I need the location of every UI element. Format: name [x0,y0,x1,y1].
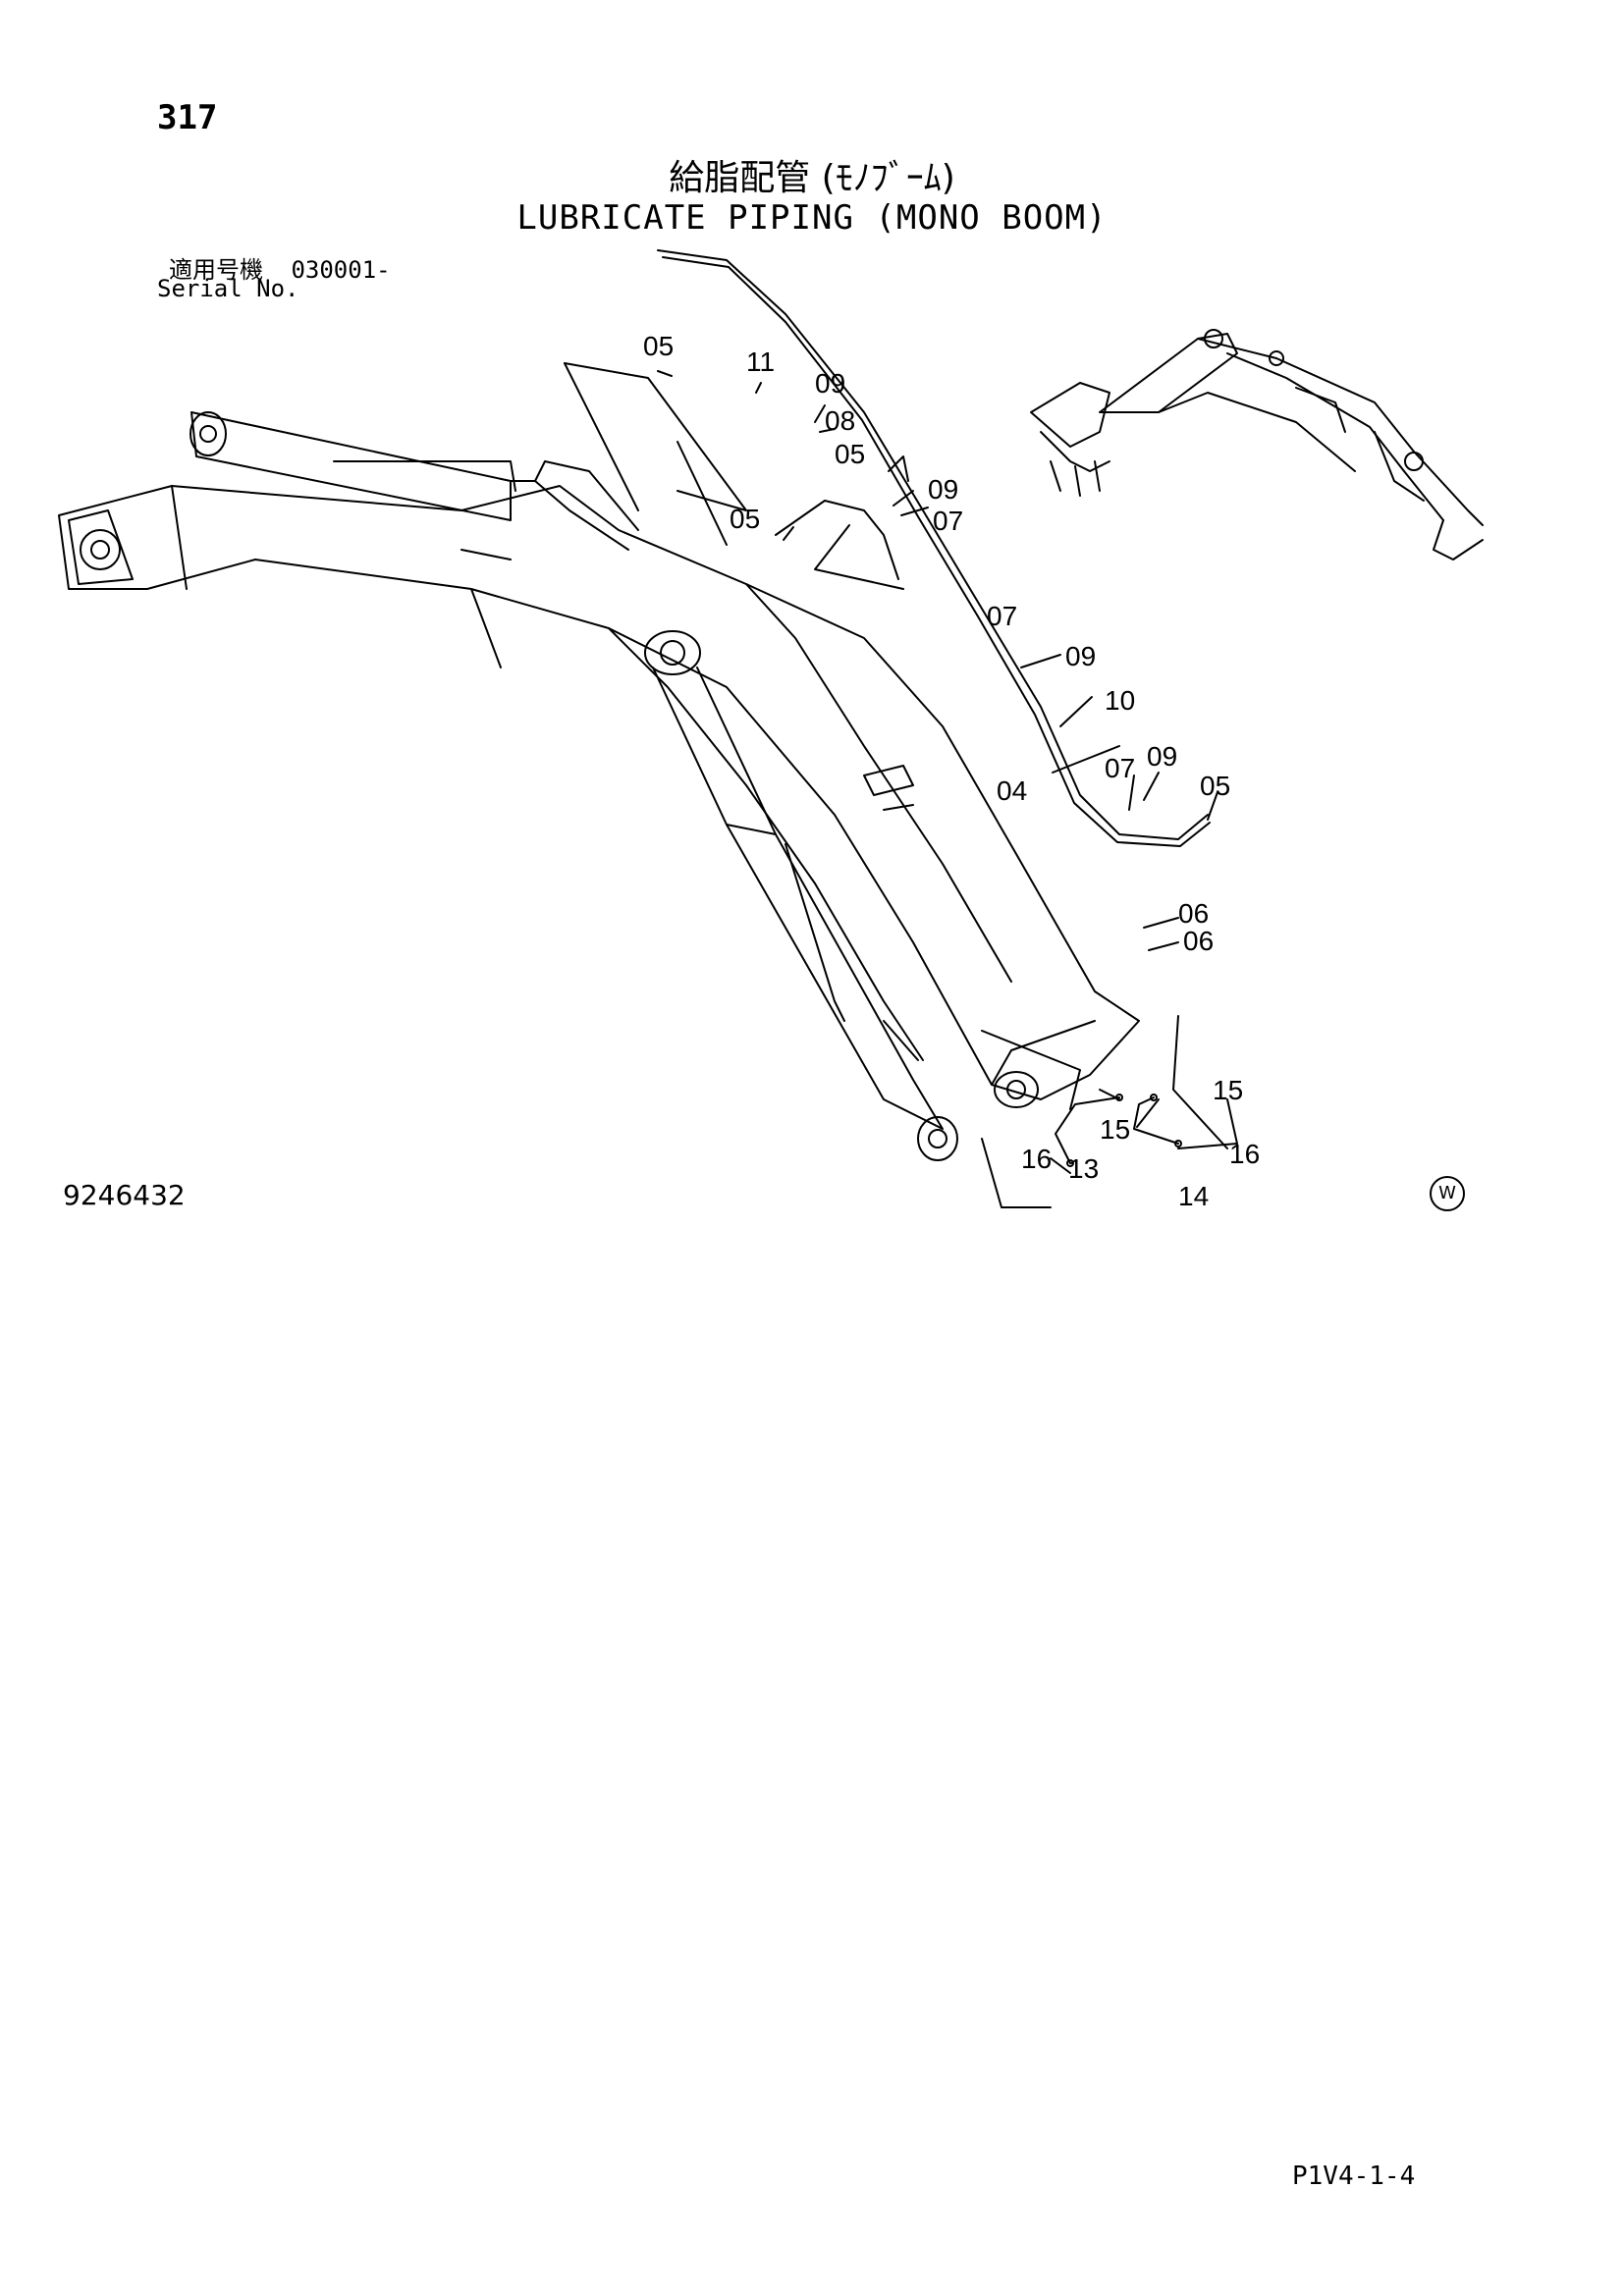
arm-cylinder [189,411,516,521]
serial-label-japanese: 適用号機 [169,256,263,284]
part-label: 05 [730,504,760,534]
serial-applicability: 適用号機 030001- [169,250,391,285]
page-number: 317 [157,98,218,137]
part-label: 10 [1105,685,1135,716]
part-label: 16 [1021,1144,1052,1174]
pipes-13-14 [1055,1094,1182,1167]
serial-label: Serial No. [157,275,299,302]
serial-value: 030001- [291,256,391,284]
part-label: 09 [928,474,958,505]
part-label: 07 [1105,753,1135,783]
watermark-icon: W [1430,1176,1465,1211]
part-label: 06 [1183,926,1214,956]
part-label: 07 [933,506,963,536]
part-label: 05 [643,331,674,361]
part-label: 15 [1100,1114,1130,1145]
grease-hose-main [657,249,1211,847]
part-label: 08 [825,405,855,436]
part-label: 09 [1147,741,1177,772]
part-label: 05 [835,439,865,469]
part-label: 06 [1178,898,1209,929]
callout-frames [564,362,1238,1208]
part-label: 13 [1068,1153,1099,1184]
page-title: LUBRICATE PIPING (MONO BOOM) [516,198,1108,238]
part-label: 07 [987,601,1017,631]
part-label: 15 [1213,1075,1243,1105]
part-label: 09 [815,368,845,399]
excavator-inset [1030,329,1484,561]
part-label: 14 [1178,1181,1209,1211]
boom-body [58,460,1140,1108]
part-label: 09 [1065,641,1096,671]
page-title-japanese: 給脂配管 (ﾓﾉﾌﾞｰﾑ) [669,158,955,198]
part-label: 04 [997,775,1027,806]
part-label: 05 [1200,771,1230,801]
boom-cylinder [644,630,958,1161]
figure-number: 9246432 [63,1179,186,1211]
part-labels: 05 11 09 08 05 09 07 05 07 09 10 07 09 0… [643,331,1260,1211]
page-reference: P1V4-1-4 [1292,2162,1416,2191]
part-label: 11 [746,347,775,377]
part-label: 16 [1229,1139,1260,1169]
